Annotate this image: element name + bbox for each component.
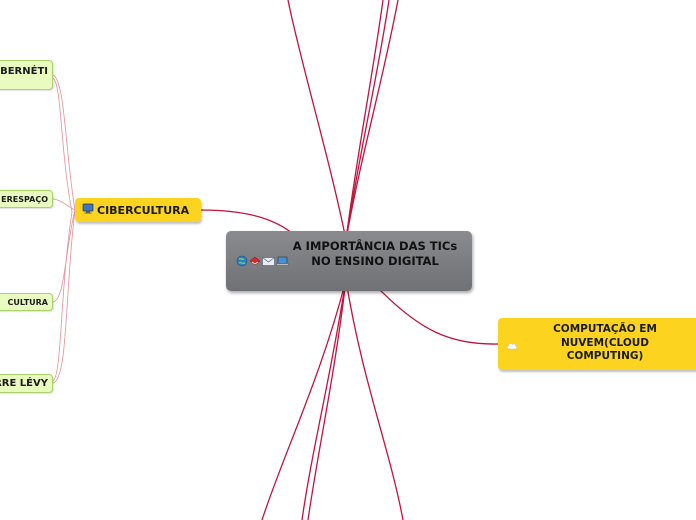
leaf-label: RRE LÉVY xyxy=(0,378,48,389)
leaf-line-4 xyxy=(52,209,76,384)
branch-line-top-4 xyxy=(345,0,399,241)
leaf-line-1b xyxy=(52,77,73,213)
branch-line-top-3 xyxy=(345,0,390,241)
computer-icon xyxy=(82,203,94,217)
central-title: A IMPORTÂNCIA DAS TICs NO ENSINO DIGITAL xyxy=(292,239,458,268)
leaf-label: CULTURA xyxy=(7,297,48,307)
branch-line-bottom-3 xyxy=(307,279,347,520)
leaf-label: ERESPAÇO xyxy=(1,194,48,204)
branch-line-bottom-1 xyxy=(261,279,347,520)
branch-line-cloud xyxy=(379,289,499,345)
topic-label: COMPUTAÇÃO EM NUVEM(CLOUD COMPUTING) xyxy=(553,323,657,362)
central-topic[interactable]: A IMPORTÂNCIA DAS TICs NO ENSINO DIGITAL xyxy=(226,231,472,291)
central-icons xyxy=(236,252,289,271)
laptop-icon xyxy=(276,252,289,271)
branch-line-top-2 xyxy=(345,0,384,241)
topic-cibercultura[interactable]: CIBERCULTURA xyxy=(75,198,201,222)
leaf-ciberneti[interactable]: BERNÉTI xyxy=(0,60,53,90)
topic-cloud-computing[interactable]: COMPUTAÇÃO EM NUVEM(CLOUD COMPUTING) xyxy=(498,318,696,370)
cloud-icon xyxy=(506,335,518,354)
branch-line-bottom-2 xyxy=(301,279,347,520)
leaf-line-1 xyxy=(52,74,76,211)
leaf-ciberespaco[interactable]: ERESPAÇO xyxy=(0,190,53,208)
leaf-cultura[interactable]: CULTURA xyxy=(0,293,53,311)
leaf-line-3 xyxy=(52,209,76,303)
leaf-label: BERNÉTI xyxy=(0,66,48,77)
leaf-line-2 xyxy=(52,198,76,211)
mail-icon xyxy=(262,252,275,271)
topic-label: CIBERCULTURA xyxy=(97,203,190,217)
globe-icon xyxy=(236,252,248,271)
branch-line-bottom-4 xyxy=(345,279,404,520)
branch-line-top-1 xyxy=(287,0,347,241)
book-icon xyxy=(249,252,261,271)
leaf-line-4b xyxy=(52,211,73,382)
leaf-levy[interactable]: RRE LÉVY xyxy=(0,374,53,393)
